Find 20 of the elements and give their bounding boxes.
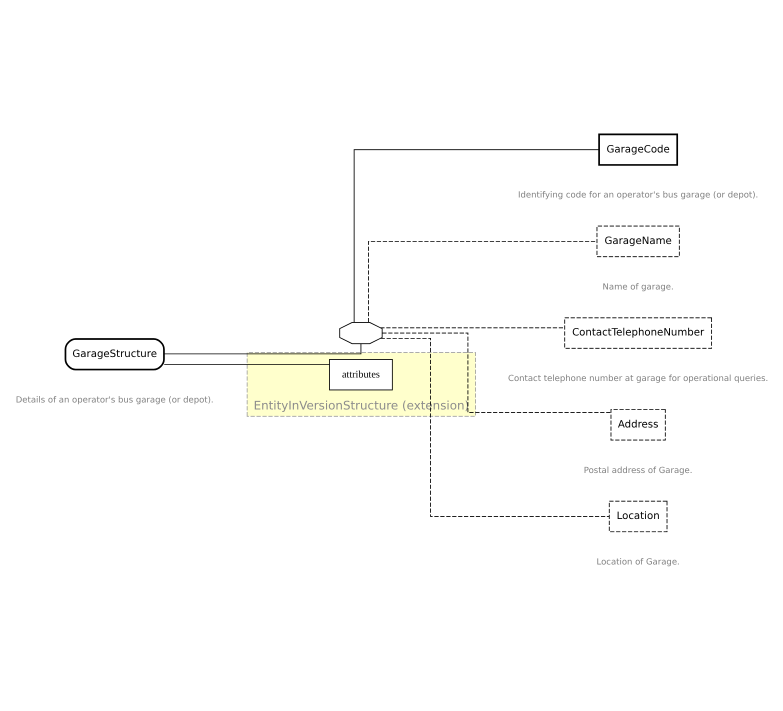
node-box: GarageStructure xyxy=(64,338,165,370)
node-box: attributes xyxy=(329,358,393,390)
node-box: Address xyxy=(610,408,666,440)
connector xyxy=(354,148,600,322)
node-box: GarageCode xyxy=(598,133,678,166)
node-box: ContactTelephoneNumber xyxy=(564,316,712,348)
node-box: GarageName xyxy=(596,225,680,257)
connector xyxy=(382,332,612,412)
connector xyxy=(164,342,362,354)
connector xyxy=(380,337,610,516)
node-label: Identifying code for an operator's bus garage (or depot). xyxy=(518,190,758,200)
connector xyxy=(368,240,598,322)
node-label: Details of an operator's bus garage (or depot). xyxy=(16,394,214,405)
node-box: Location xyxy=(608,500,668,532)
connector xyxy=(380,326,565,328)
node-octagon xyxy=(339,322,383,344)
node-label: Postal address of Garage. xyxy=(584,465,692,476)
node-label: Location of Garage. xyxy=(596,556,680,567)
node-label: Contact telephone number at garage for operational queries. xyxy=(508,374,768,384)
node-label: Name of garage. xyxy=(602,282,674,292)
